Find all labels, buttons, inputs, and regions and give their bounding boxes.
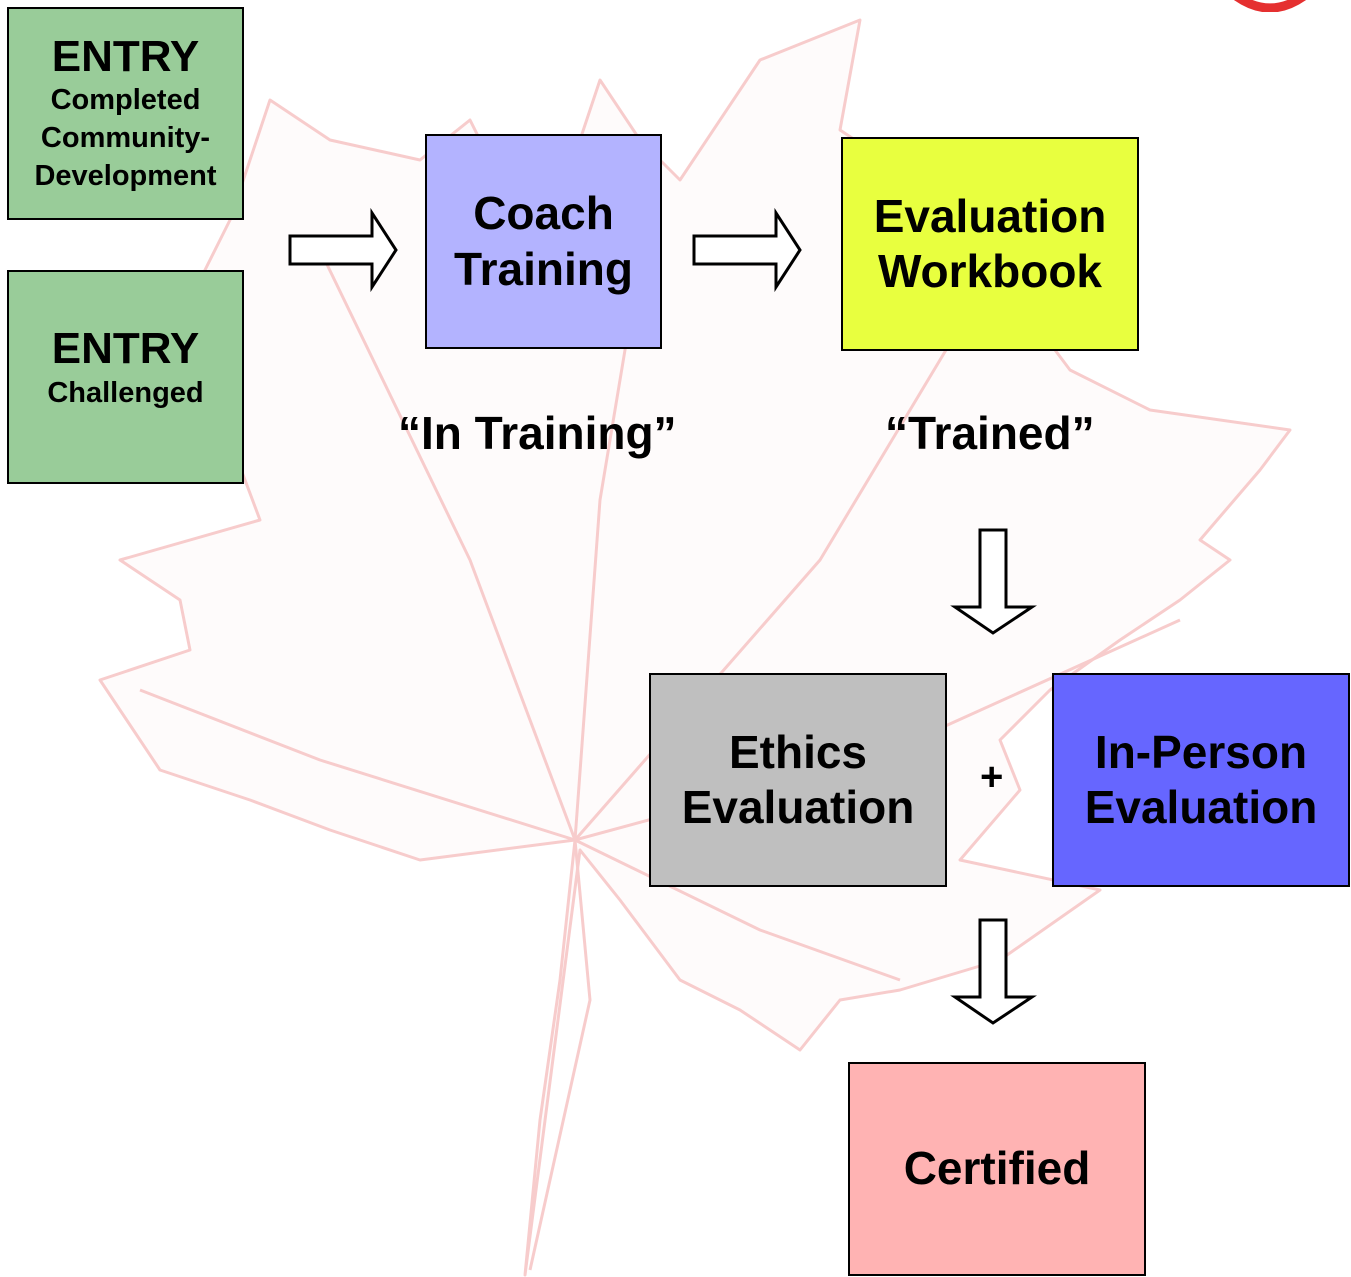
trained-label: “Trained”: [885, 407, 1095, 459]
entry-completed-title: ENTRY: [51, 31, 200, 81]
ethics-evaluation-line2: Evaluation: [681, 781, 915, 833]
evaluation-workbook-box: Evaluation Workbook: [841, 137, 1139, 351]
evaluation-workbook-line1: Evaluation: [873, 189, 1107, 242]
entry-challenged-line1: Challenged: [47, 376, 204, 409]
entry-challenged-box: ENTRY Challenged: [7, 270, 244, 484]
entry-completed-line2: Community-: [40, 121, 211, 154]
ethics-evaluation-box: Ethics Evaluation: [649, 673, 947, 887]
evaluation-workbook-line2: Workbook: [877, 245, 1103, 297]
coach-training-line1: Coach: [473, 187, 614, 240]
ethics-evaluation-line1: Ethics: [728, 725, 868, 778]
certified-label: Certified: [903, 1142, 1091, 1195]
plus-sign: +: [980, 755, 1004, 799]
corner-mark: [1233, 0, 1307, 12]
coach-training-line2: Training: [454, 242, 633, 295]
inperson-evaluation-box: In-Person Evaluation: [1052, 673, 1350, 887]
entry-completed-line3: Development: [34, 159, 217, 192]
coach-training-box: Coach Training: [425, 134, 662, 349]
inperson-evaluation-line1: In-Person: [1094, 725, 1308, 778]
in-training-label: “In Training”: [398, 407, 677, 459]
certified-box: Certified: [848, 1062, 1146, 1276]
entry-completed-line1: Completed: [50, 84, 201, 117]
entry-completed-box: ENTRY Completed Community- Development: [7, 7, 244, 220]
inperson-evaluation-line2: Evaluation: [1084, 781, 1318, 833]
entry-challenged-title: ENTRY: [51, 324, 200, 373]
